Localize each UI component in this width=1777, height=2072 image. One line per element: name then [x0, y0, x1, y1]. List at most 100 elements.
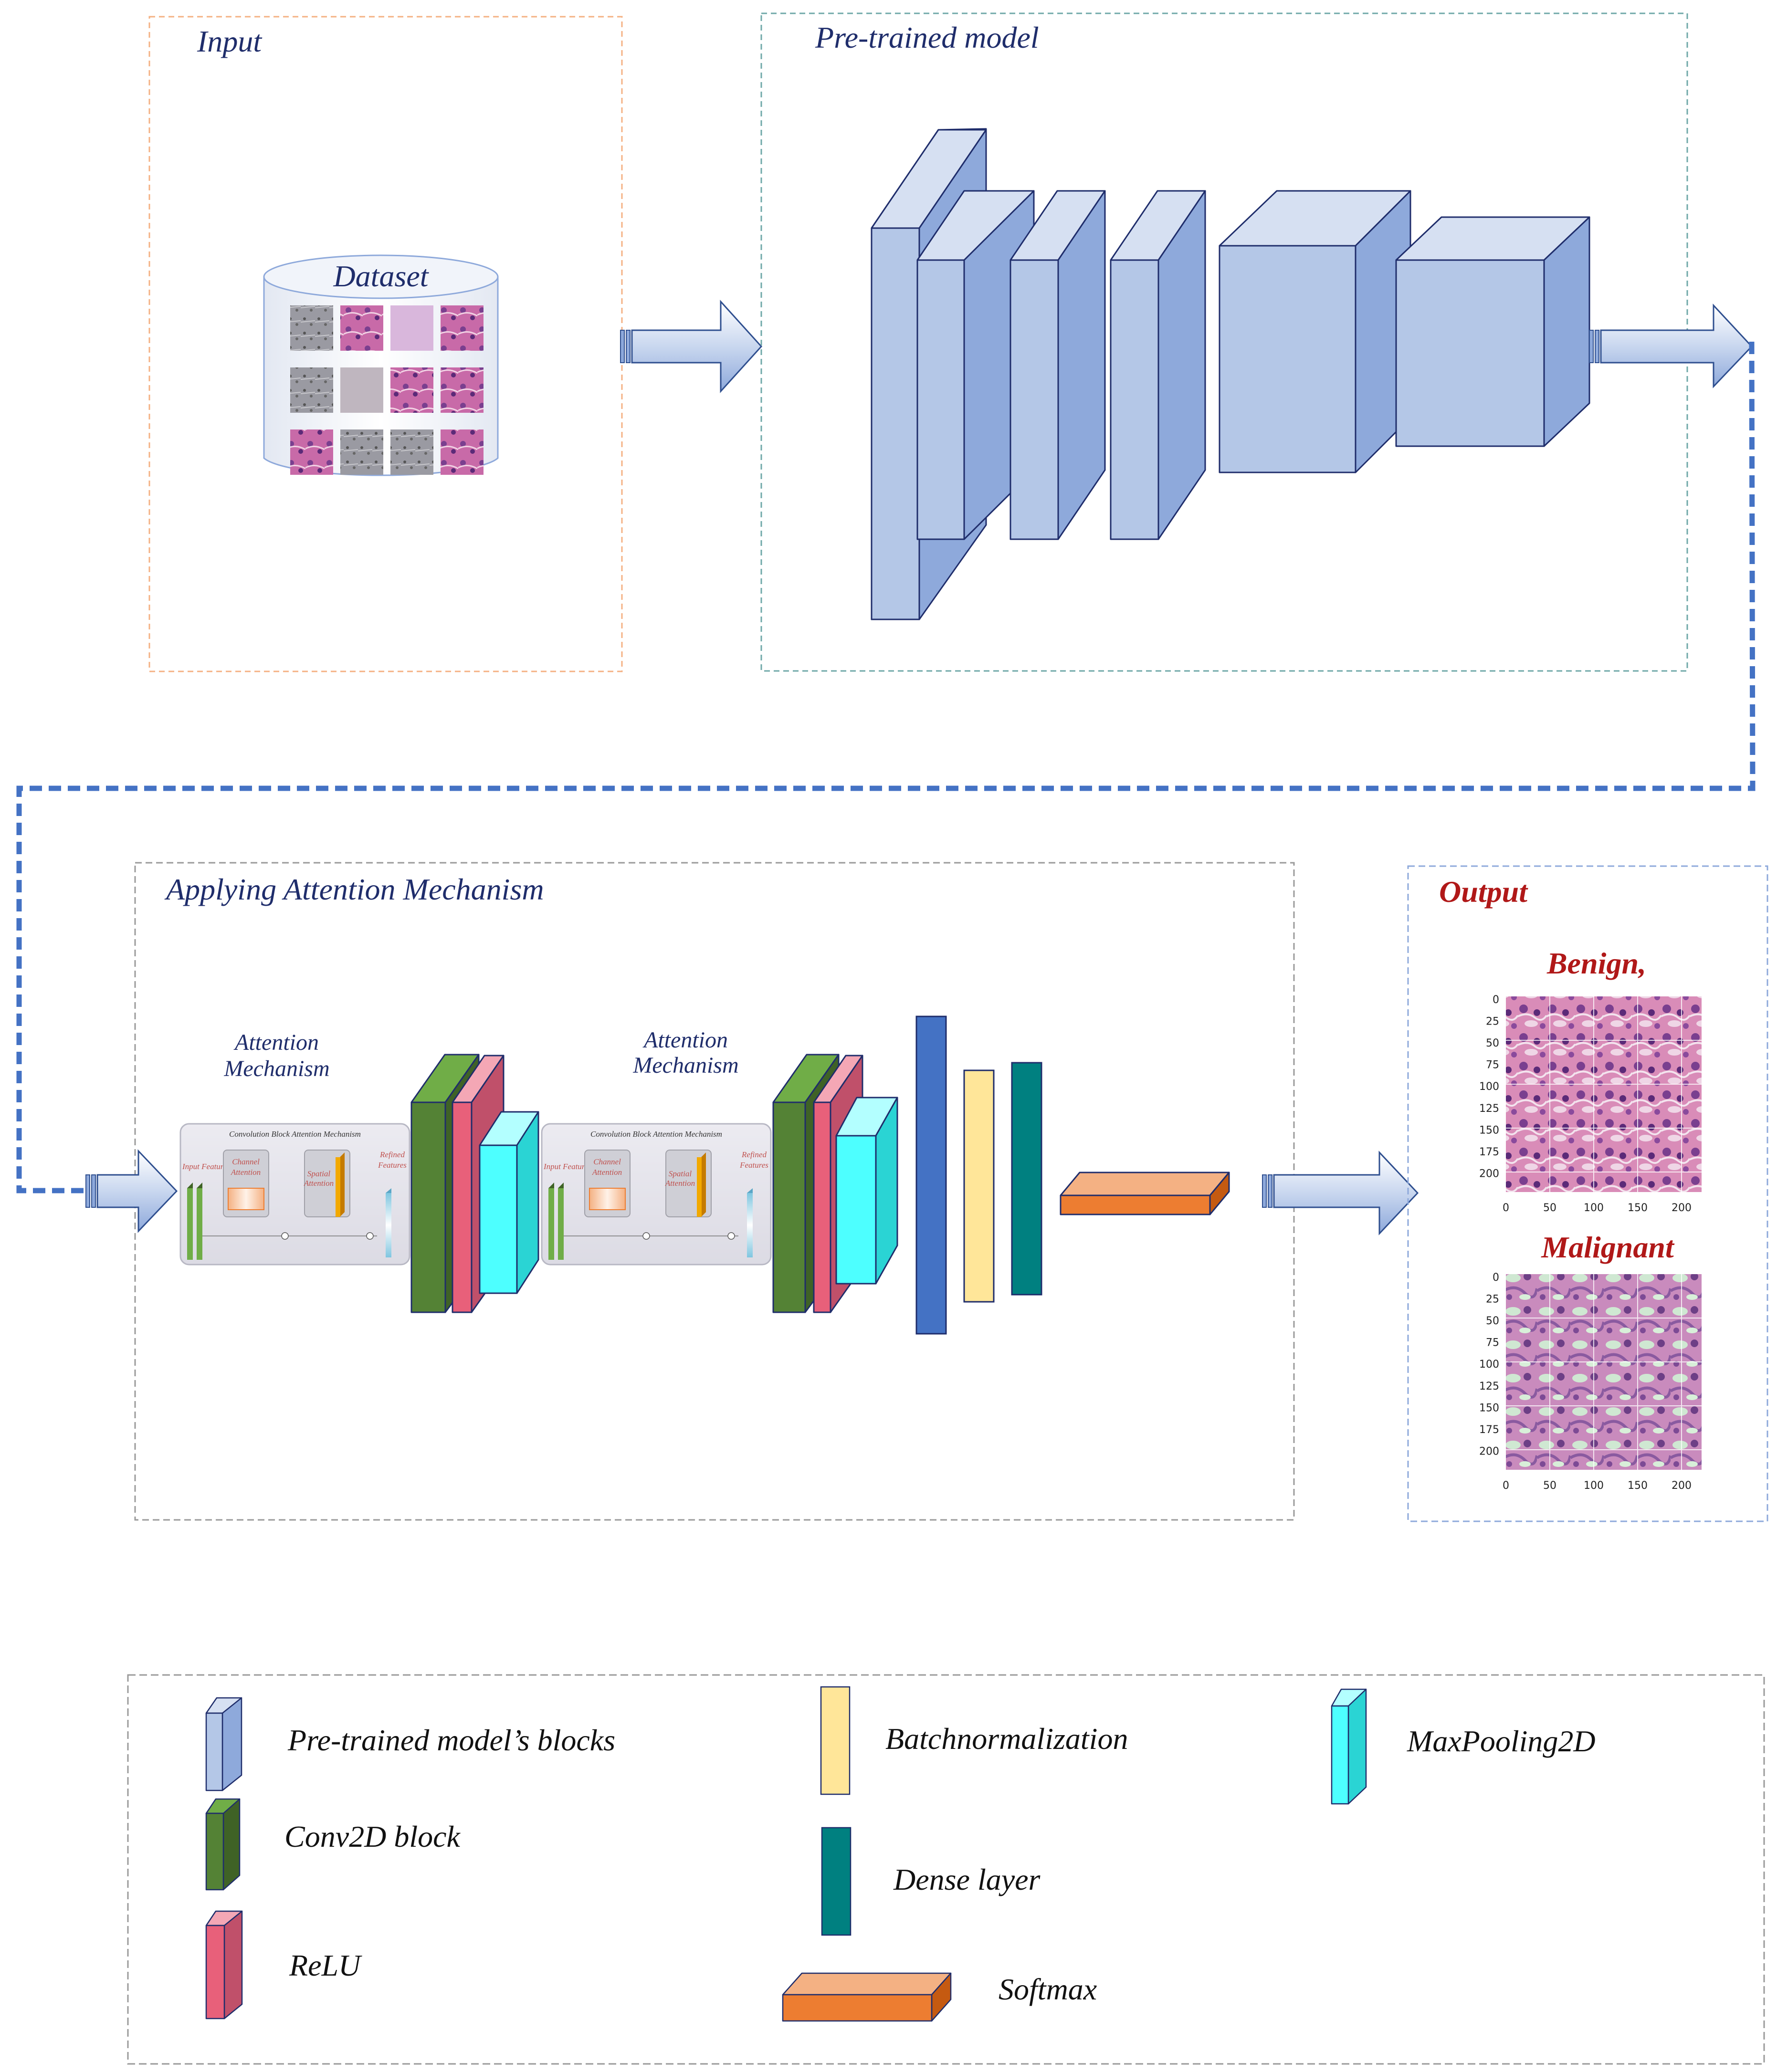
x-tick-label: 50 [1543, 1202, 1556, 1214]
malignant-y-ticks: 0 25 50 75 100 125 150 175 200 [1479, 1272, 1499, 1457]
cbam-title: Convolution Block Attention Mechanism [229, 1130, 361, 1139]
attention-label-2-line2: Mechanism [632, 1053, 738, 1078]
cbam-input-features: Input Features [543, 1162, 591, 1171]
cbam-channel-line1: Channel [232, 1157, 260, 1166]
x-tick-label: 100 [1584, 1480, 1604, 1492]
malignant-x-ticks: 0 50 100 150 200 [1503, 1480, 1692, 1492]
dataset-cylinder: Dataset [263, 254, 499, 476]
legend-relu-swatch [205, 1910, 243, 2020]
y-tick-label: 100 [1479, 1359, 1499, 1371]
cbam-channel-line1: Channel [593, 1157, 621, 1166]
y-tick-label: 100 [1479, 1081, 1499, 1093]
malignant-label: Malignant [1541, 1230, 1675, 1264]
cbam-refined-line1: Refined [379, 1150, 405, 1159]
benign-image [1506, 996, 1702, 1192]
y-tick-label: 0 [1493, 1272, 1499, 1284]
output-panel-border [1407, 865, 1768, 1522]
y-tick-label: 50 [1486, 1315, 1499, 1327]
cbam-refined-line2: Features [378, 1161, 407, 1170]
pretrained-blocks [871, 128, 1590, 620]
cbam-refined-line1: Refined [741, 1150, 767, 1159]
y-tick-label: 150 [1479, 1402, 1499, 1414]
x-tick-label: 150 [1628, 1202, 1648, 1214]
legend-softmax-swatch [782, 1972, 952, 2022]
y-tick-label: 25 [1486, 1016, 1499, 1028]
attention-label-1-line2: Mechanism [223, 1056, 329, 1081]
arrow-input-to-model [620, 300, 763, 393]
cbam-spatial-line2: Attention [304, 1179, 334, 1188]
y-tick-label: 25 [1486, 1294, 1499, 1306]
cbam-spatial-line1: Spatial [307, 1169, 330, 1178]
legend-border [127, 1674, 1765, 2065]
legend-dense-label: Dense layer [893, 1863, 1041, 1896]
y-tick-label: 125 [1479, 1103, 1499, 1115]
attention-label-1-line1: Attention [233, 1030, 319, 1055]
y-tick-label: 125 [1479, 1381, 1499, 1392]
cbam-spatial-line2: Attention [665, 1179, 695, 1188]
legend-maxpool-swatch [1331, 1688, 1367, 1805]
cbam-block-2: Convolution Block Attention Mechanism In… [541, 1123, 772, 1266]
benign-x-ticks: 0 50 100 150 200 [1503, 1202, 1692, 1214]
legend-pretrained-label: Pre-trained model’s blocks [287, 1723, 615, 1757]
cbam-input-features: Input Features [182, 1162, 230, 1171]
cbam-block-1: Convolution Block Attention Mechanism In… [179, 1123, 410, 1266]
batchnorm-layer [963, 1069, 995, 1303]
legend-conv2d-label: Conv2D block [284, 1820, 461, 1853]
output-panel-title: Output [1439, 875, 1528, 909]
y-tick-label: 50 [1486, 1037, 1499, 1049]
y-tick-label: 75 [1486, 1059, 1499, 1071]
arrow-model-out [1589, 303, 1753, 388]
legend-batchnorm-label: Batchnormalization [885, 1722, 1128, 1756]
arrow-into-attention [85, 1149, 178, 1233]
arrow-to-output [1262, 1151, 1419, 1235]
attention-panel-title: Applying Attention Mechanism [164, 872, 544, 906]
legend-maxpool-label: MaxPooling2D [1407, 1724, 1596, 1758]
softmax-layer [1060, 1172, 1230, 1215]
pretrained-panel-title: Pre-trained model [815, 21, 1039, 54]
cbam-channel-line2: Attention [592, 1168, 622, 1177]
benign-y-ticks: 0 25 50 75 100 125 150 175 200 [1479, 994, 1499, 1180]
legend: Pre-trained model’s blocks Conv2D block … [127, 1674, 1765, 2065]
cbam-refined-line2: Features [739, 1161, 768, 1170]
legend-dense-swatch [821, 1827, 852, 1936]
legend-pretrained-swatch [205, 1697, 242, 1791]
layer-stack-2 [772, 1054, 898, 1313]
cbam-channel-line2: Attention [231, 1168, 261, 1177]
input-panel-title: Input [197, 24, 263, 58]
y-tick-label: 200 [1479, 1168, 1499, 1180]
y-tick-label: 200 [1479, 1445, 1499, 1457]
dataset-thumbnails [290, 305, 484, 475]
dashed-connector [16, 341, 1756, 1193]
y-tick-label: 175 [1479, 1146, 1499, 1158]
malignant-grid [1506, 1274, 1702, 1470]
output-panel: Output Benign, 0 25 50 75 100 125 150 175 200 0 5… [1407, 865, 1768, 1522]
input-panel: Input Dataset [148, 16, 623, 672]
malignant-image [1506, 1274, 1702, 1470]
benign-grid [1506, 996, 1702, 1192]
x-tick-label: 0 [1503, 1480, 1509, 1492]
dense-layer-blue [915, 1015, 947, 1335]
legend-conv2d-swatch [205, 1798, 241, 1891]
attention-panel: Applying Attention Mechanism Attention M… [85, 862, 1295, 1521]
y-tick-label: 75 [1486, 1337, 1499, 1349]
dense-layer-teal [1011, 1062, 1042, 1296]
y-tick-label: 175 [1479, 1424, 1499, 1436]
attention-label-2-line1: Attention [642, 1027, 728, 1053]
cbam-spatial-line1: Spatial [669, 1169, 692, 1178]
benign-label: Benign, [1546, 946, 1646, 980]
legend-batchnorm-swatch [820, 1686, 851, 1795]
x-tick-label: 200 [1672, 1480, 1692, 1492]
x-tick-label: 150 [1628, 1480, 1648, 1492]
pretrained-panel: Pre-trained model [760, 12, 1688, 672]
x-tick-label: 200 [1672, 1202, 1692, 1214]
x-tick-label: 100 [1584, 1202, 1604, 1214]
x-tick-label: 50 [1543, 1480, 1556, 1492]
legend-softmax-label: Softmax [999, 1972, 1097, 2006]
layer-stack-1 [410, 1054, 539, 1313]
y-tick-label: 0 [1493, 994, 1499, 1006]
cbam-title: Convolution Block Attention Mechanism [590, 1130, 722, 1139]
y-tick-label: 150 [1479, 1124, 1499, 1136]
legend-relu-label: ReLU [289, 1948, 362, 1982]
x-tick-label: 0 [1503, 1202, 1509, 1214]
dataset-label: Dataset [333, 259, 429, 293]
